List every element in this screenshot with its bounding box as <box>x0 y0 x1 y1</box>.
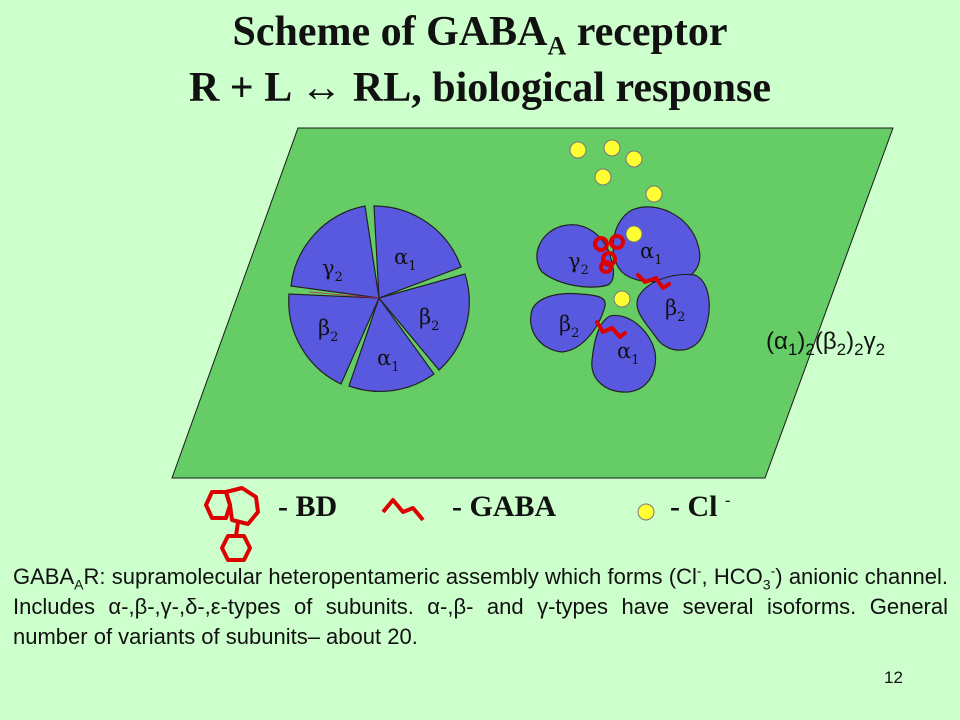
subunit-beta2-right <box>377 273 470 371</box>
cell-membrane <box>171 127 894 479</box>
subunit-beta2-right <box>636 273 710 351</box>
cl-ion <box>645 185 663 203</box>
bound-ligands <box>593 234 671 339</box>
right-label-gamma2: γ2 <box>568 249 589 278</box>
right-label-alpha1-top: α1 <box>640 239 662 268</box>
right-label-beta2-right: β2 <box>665 296 685 325</box>
bound-gaba-molecule <box>595 320 627 339</box>
legend-gaba-label: - GABA <box>452 490 557 523</box>
closed-receptor <box>288 205 470 393</box>
cl-ion <box>569 141 587 159</box>
cl-ion <box>594 168 612 186</box>
right-label-alpha1-bottom: α1 <box>617 339 639 368</box>
subunit-stoichiometry-formula: (α1)2(β2)2γ2 <box>766 328 886 359</box>
bound-bd-molecule <box>593 234 625 274</box>
slide-title-line1: Scheme of GABAA receptor <box>232 9 728 61</box>
subunit-alpha1-bottom <box>348 296 435 393</box>
right-label-beta2-left: β2 <box>559 312 579 341</box>
page-number: 12 <box>884 668 903 687</box>
slide-title-line2: R + L ↔ RL, biological response <box>188 65 772 111</box>
chloride-ions <box>569 139 663 308</box>
subunit-gamma2 <box>290 205 380 299</box>
bound-gaba-molecule <box>636 273 671 290</box>
cl-ion <box>625 150 643 168</box>
subunit-alpha1-top <box>373 205 462 299</box>
subunit-beta2-left <box>288 293 380 385</box>
left-label-beta2-right: β2 <box>419 305 439 334</box>
subunit-alpha1-bottom <box>591 314 657 393</box>
description-paragraph: GABAAR: supramolecular heteropentameric … <box>13 562 948 649</box>
left-label-alpha1-bottom: α1 <box>377 346 399 375</box>
gaba-legend-icon <box>381 498 425 522</box>
left-label-beta2-left: β2 <box>318 316 338 345</box>
subunit-beta2-left <box>530 292 606 353</box>
left-label-gamma2: γ2 <box>322 256 343 285</box>
cl-ion <box>613 290 631 308</box>
cl-legend-icon <box>637 503 655 521</box>
legend-cl-label: - Cl - <box>670 490 731 523</box>
left-label-alpha1-top: α1 <box>394 245 416 274</box>
cl-ion <box>603 139 621 157</box>
legend-bd-label: - BD <box>278 490 338 523</box>
bd-legend-icon <box>204 486 260 562</box>
cl-ion <box>625 225 643 243</box>
